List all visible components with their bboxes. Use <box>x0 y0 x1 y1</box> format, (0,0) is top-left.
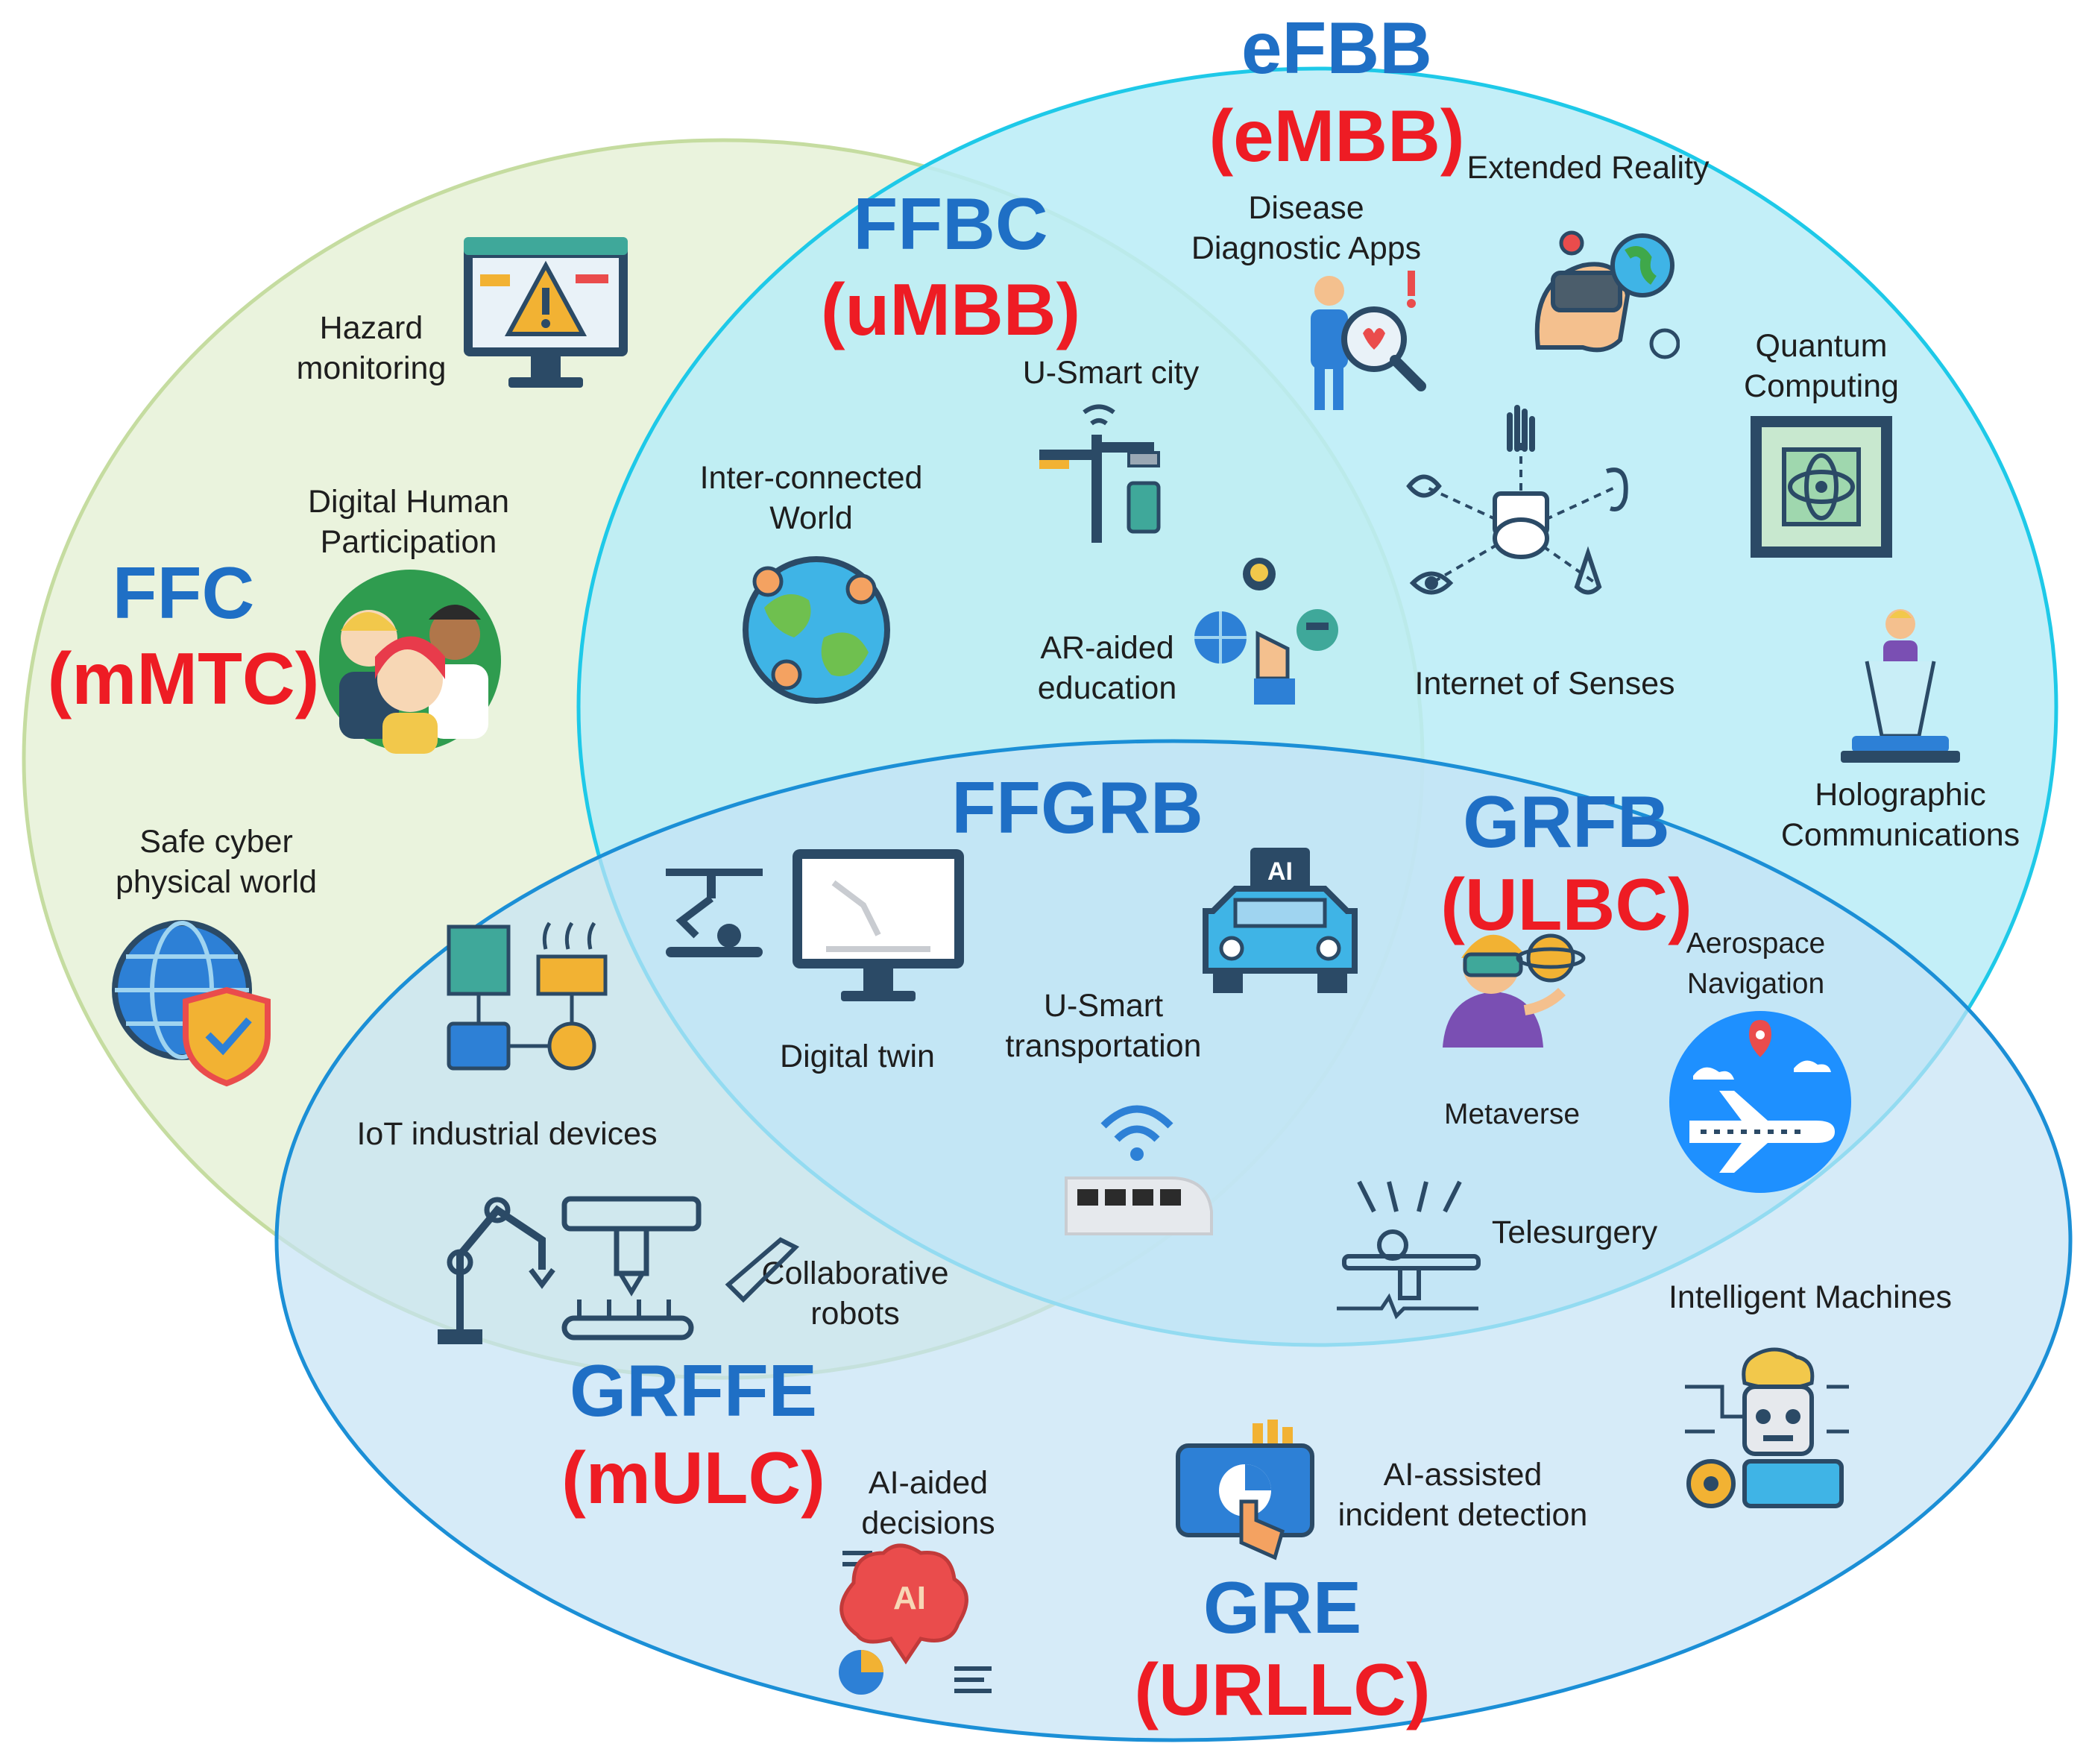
ai-car-icon: AI <box>1203 848 1358 993</box>
svg-text:AI: AI <box>1267 857 1293 886</box>
ai-brain-icon: AI <box>839 1543 992 1695</box>
grffe-name: GRFFE <box>569 1349 818 1431</box>
iot-industrial-icon <box>447 922 608 1071</box>
quantum-chip-icon <box>1751 416 1892 558</box>
digital-twin-monitor-icon <box>793 849 964 1001</box>
hologram-icon <box>1841 609 1960 763</box>
gre-circle <box>274 739 2073 1742</box>
cyber-security-globe-icon <box>112 920 271 1087</box>
metaverse-label: Metaverse <box>1443 1098 1581 1130</box>
ffgrb-name: FFGRB <box>951 766 1203 848</box>
u-smart-city-label: U-Smart city <box>1022 355 1200 391</box>
airplane-navigation-icon <box>1669 1011 1851 1193</box>
intelligent-machines-label: Intelligent Machines <box>1668 1279 1953 1315</box>
intelligent-machine-icon <box>1685 1347 1849 1508</box>
metaverse-icon <box>1443 933 1586 1048</box>
smart-city-icon <box>1039 404 1161 543</box>
digital-humans-icon <box>319 570 501 754</box>
ffc-name: FFC <box>112 552 255 634</box>
internet-of-senses-label: Internet of Senses <box>1414 666 1675 702</box>
robot-arm-icon <box>666 869 763 957</box>
collaborative-robots-icon <box>438 1196 800 1344</box>
ffbc-code: (uMBB) <box>820 268 1081 350</box>
train-wifi-icon <box>1065 1105 1213 1235</box>
connected-world-icon <box>743 556 890 704</box>
hazard-monitor-icon <box>464 237 628 388</box>
svg-text:AI: AI <box>893 1580 926 1616</box>
digital-twin-label: Digital twin <box>780 1039 935 1074</box>
efbb-code: (eMBB) <box>1209 95 1465 177</box>
disease-diagnostic-icon <box>1311 271 1426 410</box>
gre-code: (URLLC) <box>1134 1648 1431 1730</box>
grfb-name: GRFB <box>1463 781 1670 863</box>
ai-incident-icon <box>1176 1420 1314 1560</box>
extended-reality-label: Extended Reality <box>1466 150 1710 186</box>
telesurgery-label: Telesurgery <box>1491 1215 1658 1250</box>
iot-industrial-label: IoT industrial devices <box>356 1116 658 1152</box>
ffc-code: (mMTC) <box>47 637 320 719</box>
grfb-code: (ULBC) <box>1440 863 1692 945</box>
extended-reality-icon <box>1534 230 1680 359</box>
ffbc-name: FFBC <box>853 183 1048 265</box>
telesurgery-icon <box>1337 1180 1481 1320</box>
ar-education-icon <box>1194 558 1338 705</box>
internet-of-senses-icon <box>1406 405 1628 595</box>
grffe-code: (mULC) <box>561 1437 825 1519</box>
efbb-name: eFBB <box>1241 7 1432 89</box>
gre-name: GRE <box>1203 1566 1362 1648</box>
